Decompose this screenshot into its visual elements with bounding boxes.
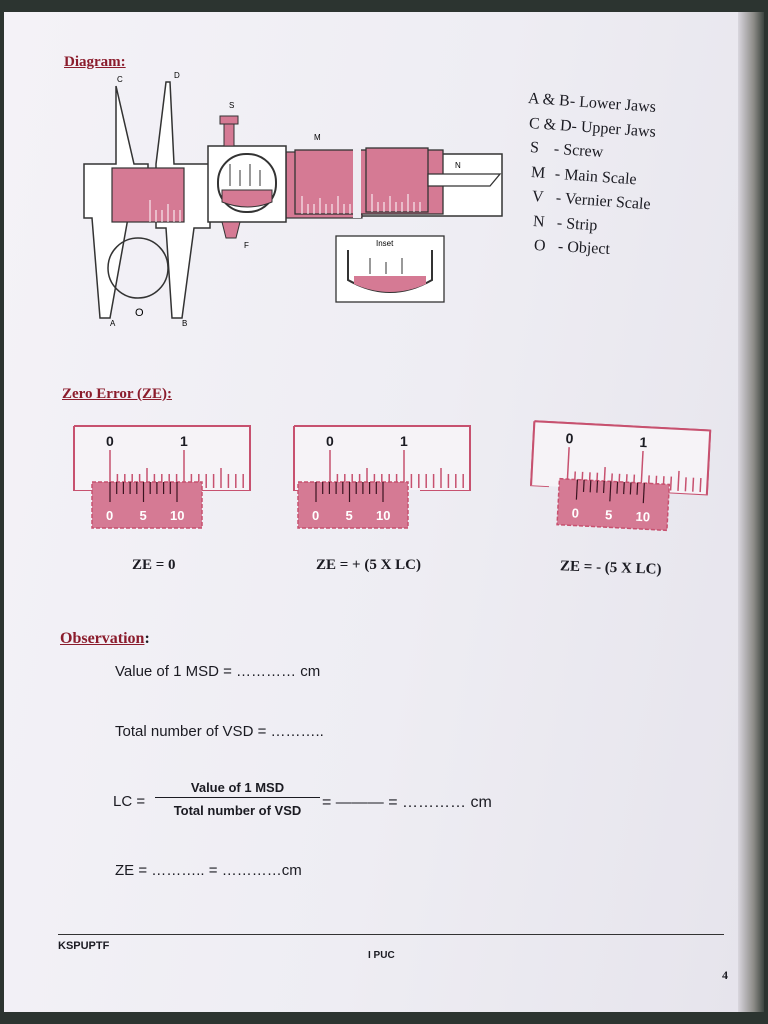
main-scale-tick: [684, 477, 687, 492]
legend-key: V: [531, 188, 545, 206]
main-scale-label: 1: [639, 434, 648, 450]
main-scale-pink-3: [365, 147, 429, 213]
main-scale-tick: [692, 477, 695, 492]
observation-heading-row: Observation:: [60, 630, 150, 647]
legend-desc: - Strip: [556, 214, 598, 234]
vernier-scale-pink: [221, 189, 273, 208]
main-scale-face: [531, 421, 711, 495]
main-scale-label: 0: [565, 430, 574, 446]
main-scale-edge: [530, 420, 712, 495]
vernier-scale-tick: [642, 483, 645, 504]
vernier-scale-tick: [602, 480, 605, 494]
vernier-scale-body: [297, 481, 409, 529]
main-scale-edge: [293, 425, 471, 490]
vernier-scale-tick: [616, 481, 619, 494]
ze-caption-1: ZE = 0: [132, 557, 176, 573]
obs-ze: ZE = ……….. = …………cm: [115, 862, 302, 879]
vernier-scale-label: 10: [170, 508, 184, 523]
legend-key: A & B: [527, 90, 571, 110]
vernier-scale-label: 0: [571, 505, 579, 520]
page-edge: [738, 12, 764, 1012]
vernier-scale-tick: [629, 482, 632, 495]
ze-caption-2: ZE = + (5 X LC): [316, 557, 422, 573]
legend-key: S: [529, 139, 540, 157]
main-scale-edge: [73, 425, 251, 490]
legend-desc: - Object: [557, 238, 611, 258]
label-N: N: [455, 161, 461, 170]
label-A: A: [110, 319, 116, 328]
footer-center: I PUC: [368, 950, 395, 961]
vernier-scale-tick: [636, 482, 639, 495]
thumb-wheel: [221, 221, 241, 239]
main-scale-label: 0: [326, 433, 334, 449]
vernier-scale-label: 10: [635, 509, 650, 525]
vernier-scale-label: 0: [106, 508, 113, 523]
obs-lc-denominator: Total number of VSD: [173, 803, 302, 818]
main-scale-tick: [699, 478, 702, 493]
ze-caption-3: ZE = - (5 X LC): [559, 558, 662, 578]
vernier-scale-tick: [582, 479, 585, 492]
jaw-scale-pink: [111, 167, 185, 223]
main-scale-label: 0: [106, 433, 114, 449]
label-O: O: [135, 307, 144, 319]
vernier-scale-label: 5: [346, 508, 353, 523]
label-B: B: [182, 319, 187, 328]
vernier-scale-body: [556, 477, 671, 532]
vernier-scale-label: 10: [376, 508, 390, 523]
obs-vsd: Total number of VSD = ………..: [115, 723, 324, 740]
vernier-scale-label: 5: [605, 507, 613, 522]
legend-row: N - Strip: [532, 212, 598, 235]
footer-left: KSPUPTF: [58, 940, 110, 952]
label-C: C: [117, 75, 123, 84]
footer-page-number: 4: [722, 968, 728, 982]
main-scale-label: 1: [180, 433, 188, 449]
label-S: S: [229, 101, 234, 110]
legend-desc: - Screw: [553, 140, 604, 162]
legend-key: M: [530, 163, 546, 182]
legend-key: N: [532, 212, 546, 231]
diagram-heading: Diagram:: [64, 54, 126, 70]
legend-key: C & D: [528, 114, 573, 135]
footer-rule: [58, 934, 724, 935]
obs-lc-rest: = ——— = ………… cm: [322, 794, 492, 811]
inset-vernier: [354, 276, 426, 292]
screw-body: [223, 123, 235, 147]
legend-key: O: [533, 237, 547, 255]
vernier-scale-label: 5: [140, 508, 147, 523]
vernier-scale-tick: [623, 482, 625, 495]
main-scale-tick: [669, 476, 673, 491]
observation-heading: Observation: [60, 630, 145, 647]
object-circle: [107, 237, 169, 299]
vernier-scale-tick: [609, 481, 612, 502]
vernier-scale-tick: [575, 479, 579, 500]
main-scale-tick: [640, 450, 644, 490]
vernier-scale-label: 0: [312, 508, 319, 523]
vernier-caliper-diagram: C D S M N F A O B Inset: [83, 71, 503, 328]
label-D: D: [174, 71, 180, 80]
main-scale-tick: [677, 470, 680, 491]
main-scale-label: 1: [400, 433, 408, 449]
obs-lc-prefix: LC =: [113, 793, 146, 810]
depth-strip: [427, 173, 502, 187]
obs-msd: Value of 1 MSD = ………… cm: [115, 663, 321, 680]
vernier-scale-tick: [589, 480, 592, 493]
label-M: M: [314, 133, 321, 142]
vernier-scale-tick: [596, 480, 599, 493]
label-inset: Inset: [376, 239, 394, 248]
obs-lc-numerator: Value of 1 MSD: [155, 780, 320, 798]
label-F: F: [244, 241, 249, 250]
zero-error-heading: Zero Error (ZE):: [62, 386, 172, 402]
main-scale-break-1: [353, 148, 361, 218]
screw-head: [219, 115, 239, 125]
